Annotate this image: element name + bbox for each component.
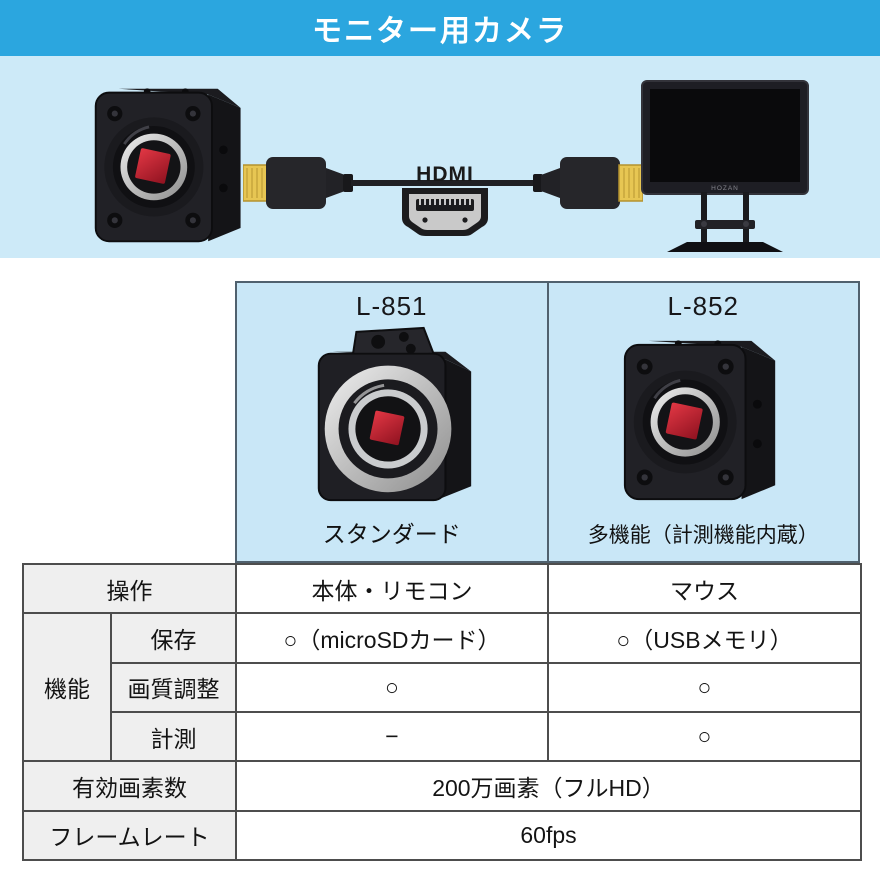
cell-pixels-label: 有効画素数: [22, 760, 237, 812]
monitor-image: HOZAN: [641, 80, 809, 252]
cell-quality-l852: ○: [547, 661, 862, 713]
row-pixels: 有効画素数 200万画素（フルHD）: [22, 760, 862, 812]
cell-save-label: 保存: [110, 612, 237, 664]
hero-camera-image: [90, 80, 252, 252]
row-framerate: フレームレート 60fps: [22, 809, 862, 862]
monitor-brand-label: HOZAN: [711, 185, 739, 192]
cell-quality-label: 画質調整: [110, 661, 237, 713]
cell-measure-l851: −: [235, 710, 549, 763]
row-operation: 操作 本体・リモコン マウス: [22, 562, 862, 615]
cell-measure-l852: ○: [547, 710, 862, 763]
product-image-wrap: [293, 322, 491, 515]
hdmi-logo-text: HDMI: [416, 163, 474, 186]
cell-quality-l851: ○: [235, 661, 549, 713]
cell-framerate-value: 60fps: [235, 809, 862, 862]
product-panel: L-851 スタンダード L-852 多機能（計測機能内蔵）: [235, 281, 860, 563]
camera-l852-image: [609, 333, 797, 509]
hdmi-connector-icon: [399, 186, 491, 238]
product-column-l851: L-851 スタンダード: [237, 283, 547, 561]
hdmi-logo: HDMI: [399, 164, 491, 242]
cell-operation-l851: 本体・リモコン: [235, 562, 549, 615]
header-banner: モニター用カメラ: [0, 0, 880, 56]
cell-pixels-value: 200万画素（フルHD）: [235, 760, 862, 812]
cell-framerate-label: フレームレート: [22, 809, 237, 862]
hero-section: HDMI HOZAN: [0, 56, 880, 258]
product-image-wrap: [609, 322, 797, 519]
row-save: 機能 保存 ○（microSDカード） ○（USBメモリ）: [22, 612, 862, 763]
product-model-name: L-852: [667, 291, 739, 321]
cell-measure-label: 計測: [110, 710, 237, 763]
camera-l851-image: [293, 324, 491, 514]
cell-operation-l852: マウス: [547, 562, 862, 615]
product-caption: スタンダード: [322, 521, 461, 547]
page-title: モニター用カメラ: [312, 15, 568, 48]
row-measure: 計測 − ○: [23, 710, 862, 763]
product-column-l852: L-852 多機能（計測機能内蔵）: [546, 283, 859, 561]
spec-table: 操作 本体・リモコン マウス 機能 保存 ○（microSDカード） ○（USB…: [22, 562, 862, 862]
product-model-name: L-851: [356, 291, 428, 321]
product-caption: 多機能（計測機能内蔵）: [587, 524, 819, 547]
row-quality: 画質調整 ○ ○: [23, 661, 862, 713]
cell-save-l852: ○（USBメモリ）: [547, 612, 862, 664]
cell-save-l851: ○（microSDカード）: [235, 612, 549, 664]
cell-function-group-label: 機能: [22, 612, 112, 763]
cell-operation-label: 操作: [22, 562, 237, 615]
